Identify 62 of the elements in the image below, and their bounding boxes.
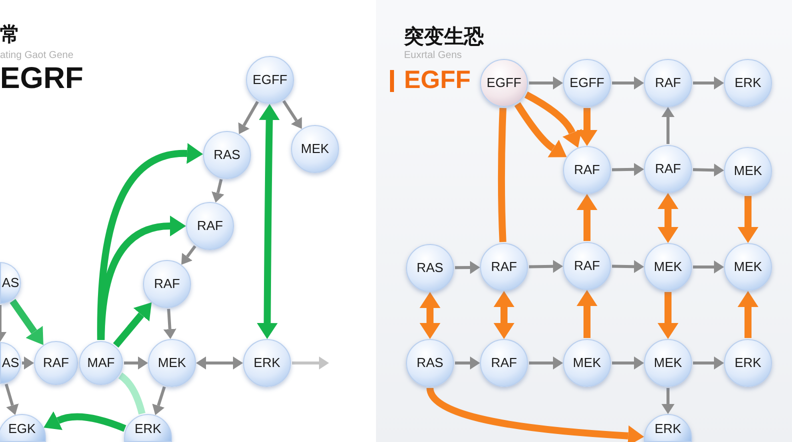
arrow	[282, 100, 302, 129]
arrow	[529, 356, 563, 370]
protein-node: EGK	[0, 414, 46, 442]
arrow	[97, 143, 203, 340]
arrow	[494, 291, 514, 339]
arrow	[658, 292, 678, 339]
protein-node: RAF	[34, 341, 78, 385]
arrow	[292, 356, 329, 370]
arrow	[454, 260, 480, 274]
panel-subtitle: Euxrtal Gens	[404, 49, 462, 63]
arrow	[524, 92, 582, 148]
arrow	[514, 102, 566, 158]
protein-node: EGFF	[246, 56, 294, 104]
arrow	[693, 260, 724, 274]
arrow	[43, 410, 126, 432]
arrow	[693, 76, 724, 90]
arrow	[612, 76, 644, 90]
arrow	[528, 260, 563, 273]
arrow	[212, 178, 224, 203]
arrow	[529, 76, 563, 90]
panel-subtitle: ating Gaot Gene	[0, 49, 74, 63]
arrow	[196, 356, 243, 370]
arrow	[124, 356, 148, 370]
protein-node: RAF	[186, 202, 234, 250]
arrow	[152, 386, 166, 416]
arrow	[662, 107, 674, 144]
protein-node: ERK	[243, 339, 291, 387]
arrow	[612, 356, 644, 370]
arrow	[612, 162, 644, 176]
arrow	[455, 356, 480, 370]
arrow	[738, 291, 758, 338]
protein-node: MEK	[291, 125, 339, 173]
arrow	[256, 104, 280, 339]
arrow	[181, 245, 196, 265]
protein-node: RAF	[143, 260, 191, 308]
arrow	[22, 356, 34, 370]
panel-title: 突变生恐	[404, 24, 484, 50]
protein-node: AS	[0, 262, 21, 304]
arrow	[658, 193, 678, 243]
arrow	[612, 260, 644, 274]
protein-node: ERK	[124, 414, 172, 442]
arrow	[420, 292, 440, 339]
arrow	[576, 108, 598, 146]
arrow	[693, 356, 724, 370]
arrow	[662, 388, 674, 414]
arrow	[4, 384, 19, 415]
arrow	[0, 305, 6, 342]
arrow	[692, 164, 724, 177]
arrow	[10, 299, 44, 345]
arrow	[113, 302, 152, 348]
protein-node: AS	[0, 342, 21, 384]
arrow	[238, 100, 259, 134]
arrow	[163, 308, 176, 340]
panel-title: 常	[0, 23, 20, 48]
panel-heading: EGFF	[404, 68, 471, 93]
arrow	[576, 194, 598, 241]
panel-heading: EGRF	[0, 64, 84, 94]
arrow	[738, 196, 758, 243]
protein-node: MEK	[148, 339, 196, 387]
arrow	[576, 290, 598, 338]
protein-node: MAF	[79, 341, 123, 385]
protein-node: RAS	[203, 131, 251, 179]
